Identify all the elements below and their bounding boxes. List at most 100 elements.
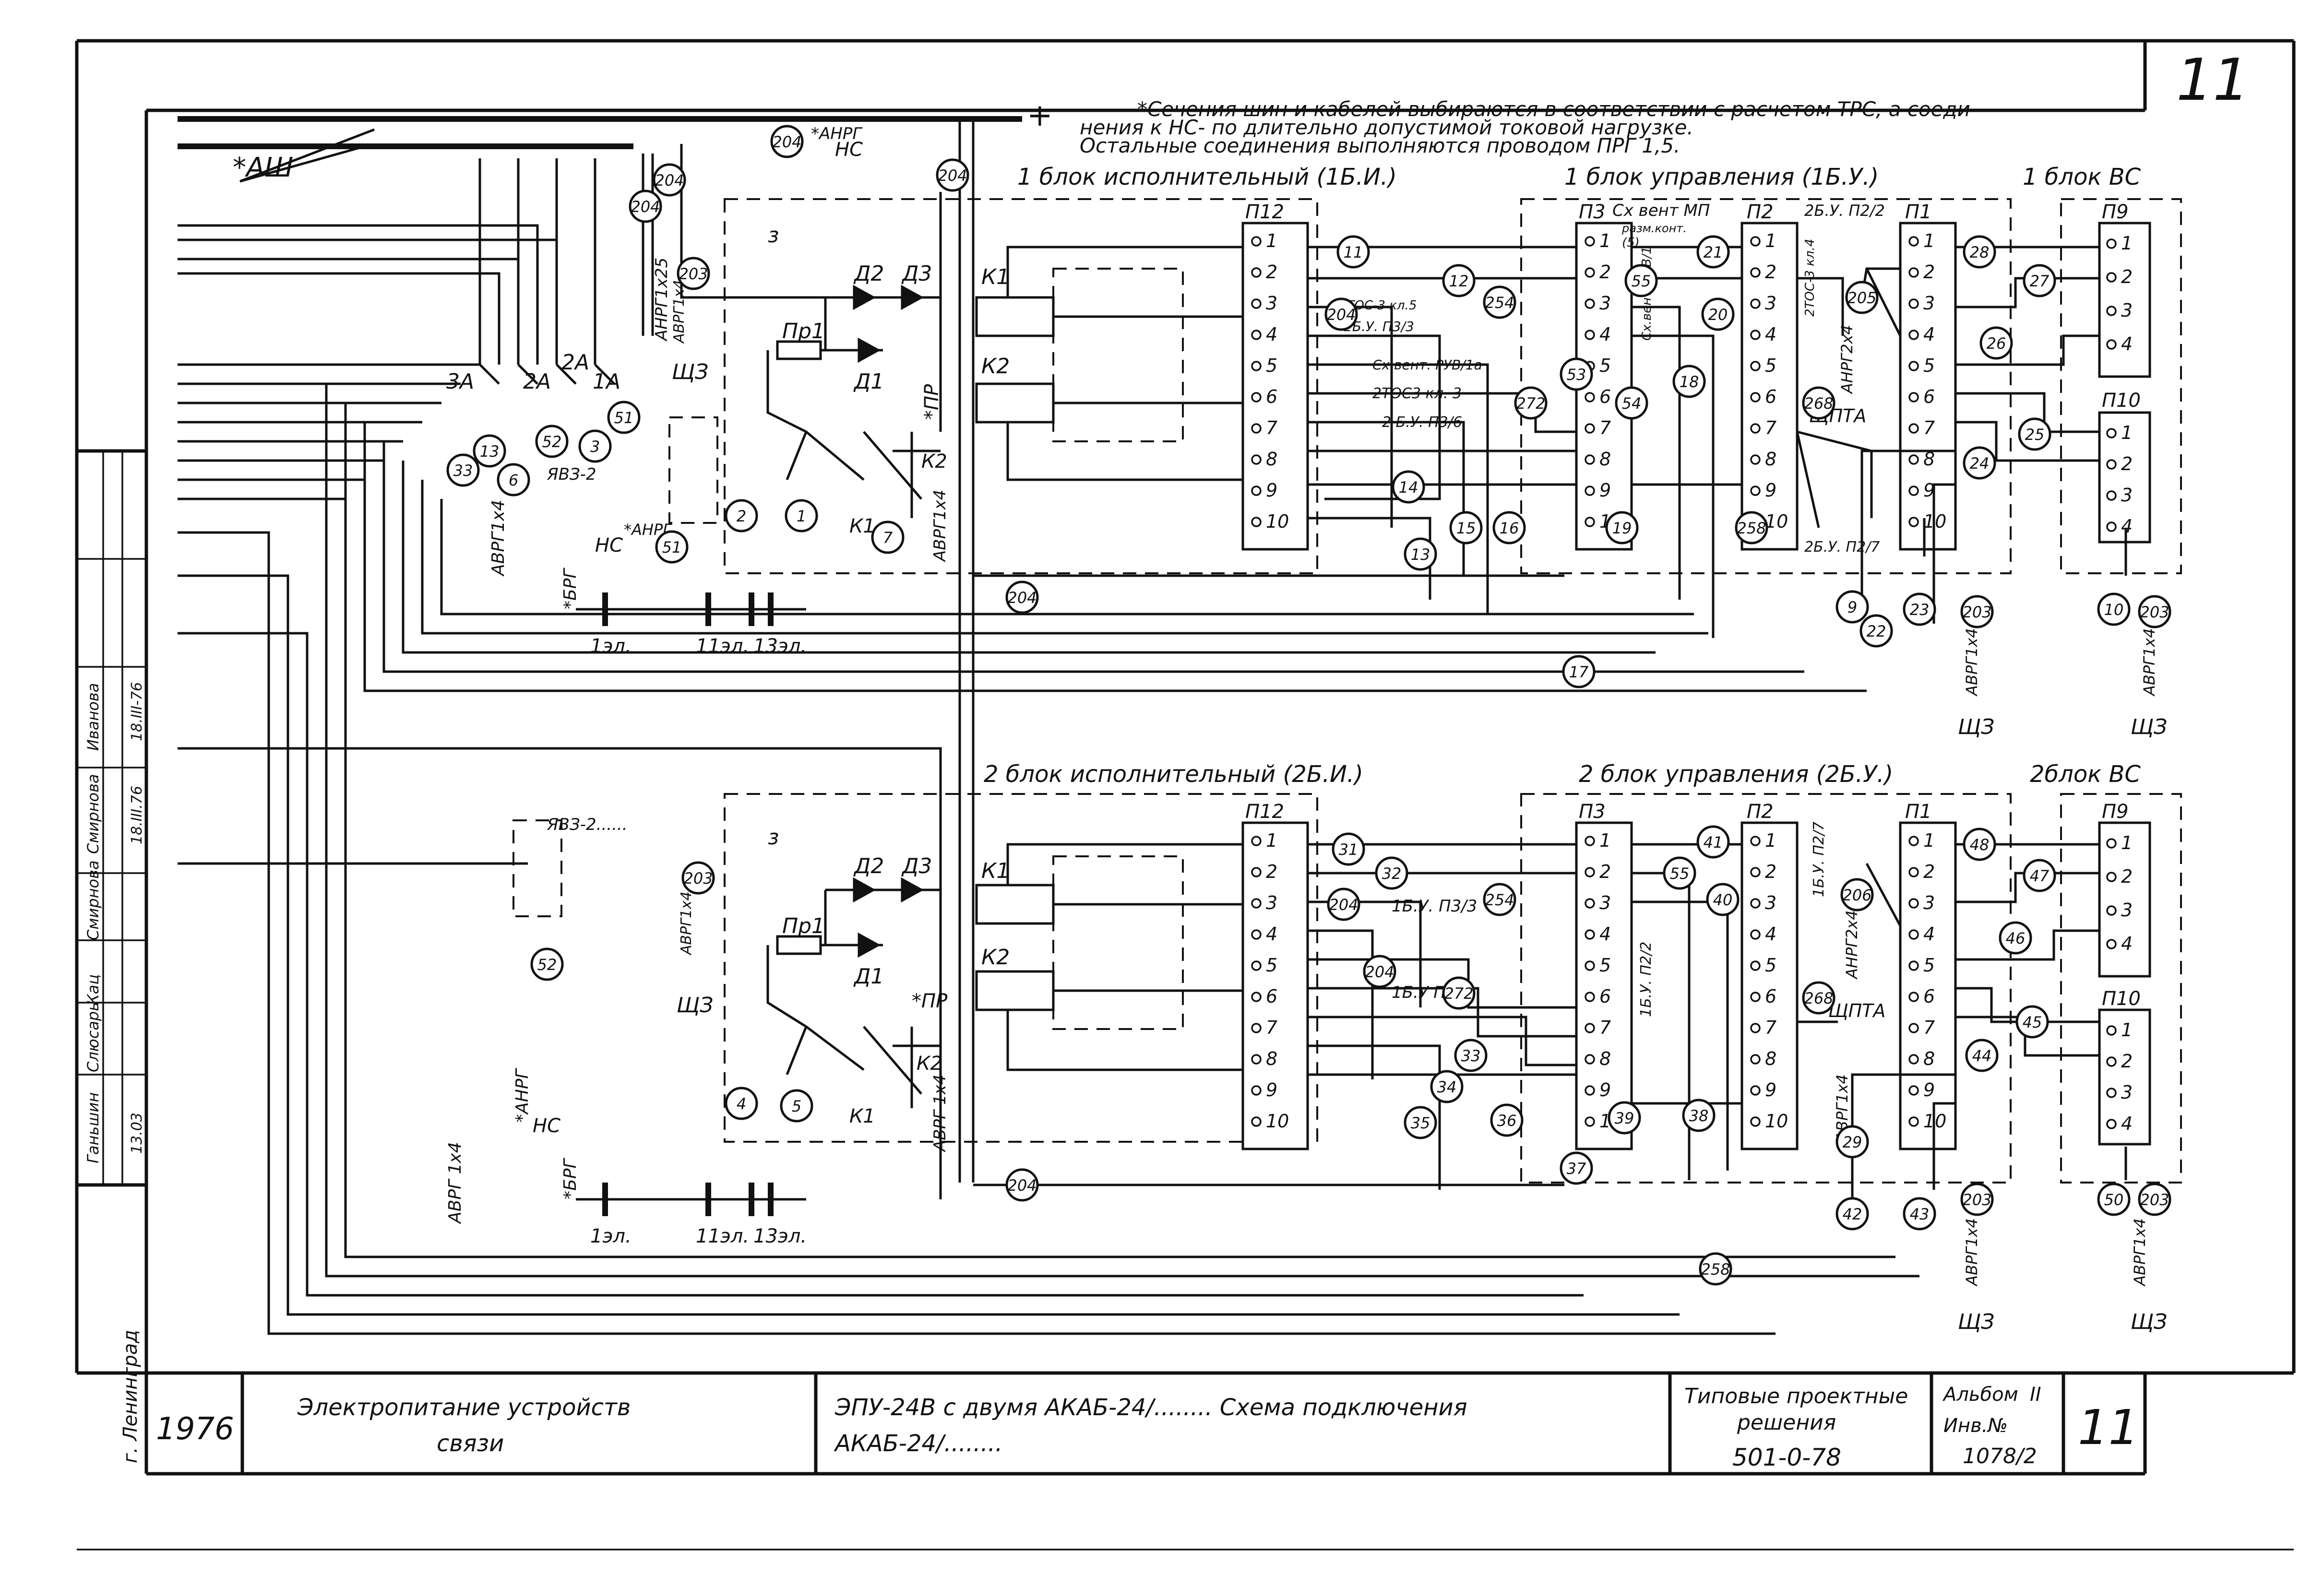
wire-number: 203: [2138, 1183, 2171, 1216]
wire-number-text: 14: [1399, 478, 1418, 497]
terminal-screw: [1585, 267, 1595, 278]
terminal-pin-number: 6: [1923, 986, 1935, 1007]
wire-number: 203: [2138, 595, 2171, 628]
terminal-screw: [1251, 361, 1262, 371]
terminal-screw: [1585, 836, 1595, 846]
wire-number-text: 204: [1007, 589, 1037, 607]
relay-k2-bottom: К2: [981, 945, 1010, 970]
wire-number-text: 45: [2023, 1013, 2042, 1031]
wire-number-text: 258: [1701, 1260, 1730, 1278]
signature-name: Кац: [84, 974, 102, 1005]
terminal-strip-p2-bottom: П2: [1740, 801, 1799, 1150]
terminal-pin-number: 2: [2121, 453, 2133, 474]
wire-number-text: 28: [1970, 243, 1990, 261]
cable-anrg-top: *АНРГ: [811, 124, 863, 143]
terminal-screw: [1750, 960, 1761, 971]
annotation-five: (5): [1622, 236, 1640, 250]
wire-number-text: 55: [1670, 864, 1690, 883]
terminal-pin-number: 3: [1923, 892, 1935, 913]
terminal-screw: [2106, 521, 2117, 532]
wire-number-text: 35: [1411, 1114, 1430, 1132]
relay-group-bottom: [975, 843, 1243, 1071]
wire-number-text: 46: [2006, 929, 2026, 947]
wire-number-text: 1: [797, 507, 806, 525]
terminal-screw: [1750, 423, 1761, 434]
terminal-screw: [1908, 1054, 1919, 1065]
terminal-screw: [1908, 361, 1919, 371]
wire-number: 1: [785, 499, 818, 533]
switch-label-2a: 2А: [523, 369, 551, 394]
wire-number: 26: [1979, 326, 2013, 360]
terminal-screw: [1585, 454, 1595, 465]
wire-number: 272: [1442, 976, 1476, 1010]
wire-number-text: 32: [1382, 864, 1402, 883]
terminal-screw: [1251, 267, 1262, 278]
wire-number: 204: [1324, 297, 1358, 331]
shch3-top-1: ЩЗ: [1958, 715, 1994, 739]
terminal-pin-number: 5: [1923, 355, 1935, 376]
relay-k2-top: К2: [981, 354, 1010, 379]
terminal-screw: [1251, 330, 1262, 340]
wire-number-text: 31: [1339, 840, 1359, 859]
annotation-tos-kl3: 2ТОС3 кл. 3: [1372, 385, 1462, 402]
wire-number: 23: [1903, 592, 1936, 626]
wire-number: 19: [1605, 511, 1639, 544]
diode-d3-bottom: Д3: [901, 854, 932, 878]
wire-number: 7: [871, 521, 905, 554]
wire-number: 55: [1663, 856, 1696, 890]
terminal-pin-number: 6: [1266, 986, 1277, 1007]
terminal-pin-number: 9: [1266, 480, 1277, 501]
terminal-pin-number: 2: [2121, 266, 2133, 287]
wire-number: 11: [1336, 235, 1370, 269]
wire-number-text: 268: [1804, 394, 1833, 413]
terminal-pin-number: 8: [1765, 449, 1776, 470]
wire-number-text: 5: [792, 1097, 801, 1115]
wire-number: 20: [1701, 297, 1735, 331]
terminal-pin-number: 7: [1923, 417, 1935, 438]
terminal-screw: [1908, 867, 1919, 877]
wire-number-text: 203: [2140, 603, 2169, 621]
wire-number-text: 37: [1567, 1160, 1586, 1178]
terminal-screw: [1750, 1116, 1761, 1127]
terminal-screw: [2106, 459, 2117, 470]
terminal-screw: [1251, 960, 1262, 971]
wire-number-text: 47: [2030, 867, 2050, 885]
terminal-screw: [2106, 339, 2117, 350]
wire-number: 203: [1960, 595, 1994, 628]
cell-label-1-b: 1эл.: [590, 1225, 632, 1247]
wire-number-text: 205: [1847, 289, 1876, 307]
wire-number-text: 51: [614, 409, 634, 427]
wire-number-text: 11: [1344, 243, 1363, 261]
signature-date: 13.03: [129, 1113, 145, 1154]
terminal-pin-number: 1: [1923, 230, 1935, 251]
wire-number-text: 29: [1843, 1133, 1862, 1151]
terminal-screw: [2106, 1025, 2117, 1036]
terminal-strip-p9-bottom: П9: [2098, 801, 2151, 978]
terminal-pin-number: 7: [1765, 417, 1776, 438]
terminal-pin-number: 1: [1923, 830, 1935, 851]
terminal-screw: [1251, 454, 1262, 465]
wire-number: 53: [1560, 357, 1593, 391]
terminal-pin-number: 8: [1599, 449, 1611, 470]
wire-number: 254: [1483, 285, 1516, 319]
wire-number-text: 41: [1704, 833, 1723, 852]
ns-label-top-2: НС: [595, 534, 623, 556]
cell-label-11: 11эл.: [696, 635, 749, 657]
terminal-strip-p2-top: П2: [1740, 201, 1799, 551]
terminal-screw: [2106, 1056, 2117, 1067]
terminal-screw: [1750, 1054, 1761, 1065]
wire-number: 37: [1560, 1151, 1593, 1185]
terminal-screw: [1750, 867, 1761, 877]
terminal-screw: [1585, 898, 1595, 909]
terminal-strip-p9-top: П9: [2098, 201, 2151, 378]
wire-number-text: 26: [1987, 334, 2006, 353]
strip-label: П12: [1245, 801, 1284, 823]
wire-number-text: 55: [1632, 272, 1651, 290]
wire-number: 258: [1735, 511, 1768, 544]
terminal-screw: [2106, 838, 2117, 849]
terminal-screw: [1750, 392, 1761, 402]
wire-number: 16: [1492, 511, 1526, 544]
terminal-screw: [1750, 898, 1761, 909]
